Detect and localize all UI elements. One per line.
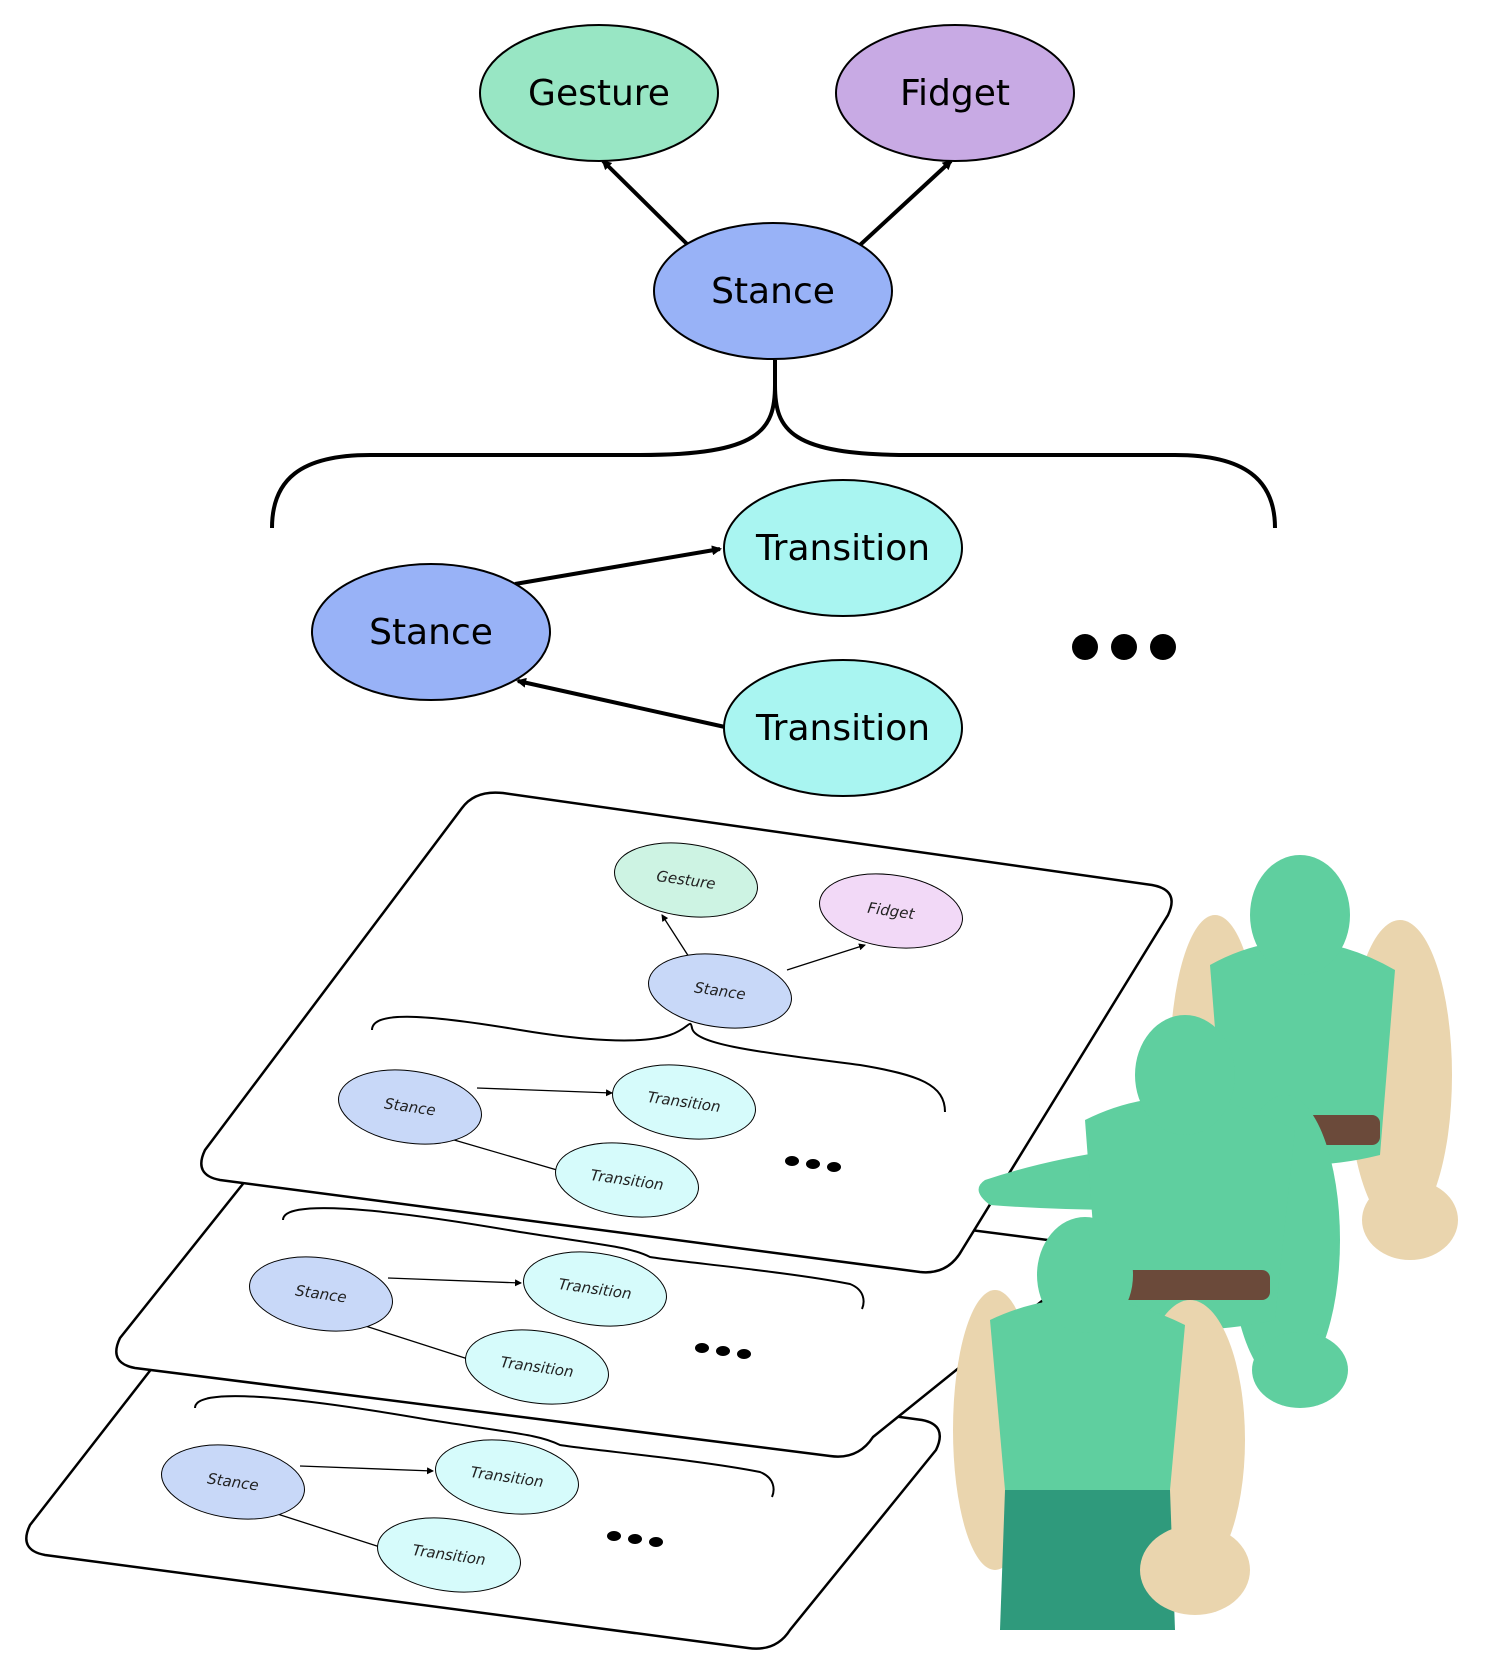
layer-1-fidget-shape [819, 873, 963, 949]
layer-2-transition-b-shape [465, 1329, 609, 1405]
node-transition-in[interactable]: Transition [723, 659, 963, 797]
layer-1-stance-top-shape [648, 953, 792, 1029]
character-middle [978, 1015, 1348, 1408]
layer-1-transition-b[interactable]: Transition [551, 1134, 704, 1225]
edge-stance-gesture [601, 159, 690, 247]
layer-1-ellipsis [785, 1156, 841, 1172]
node-transition-out-label: Transition [755, 528, 930, 569]
layer-2-brace [282, 1207, 865, 1310]
ellipsis-dot [785, 1156, 799, 1166]
layer-1-edge-in [436, 1133, 558, 1171]
layer-1-stance-shape [338, 1069, 482, 1145]
node-sub-stance-shape [311, 563, 551, 701]
layer-2-transition-a-shape [523, 1251, 667, 1327]
character-torso [1210, 941, 1395, 1165]
character-head [1037, 1217, 1133, 1333]
node-stance-shape [653, 222, 893, 360]
layer-1-edge-stance-gesture [661, 914, 690, 958]
ellipsis-dot [806, 1159, 820, 1169]
top-graph: Gesture Fidget Stance Stance Transition … [270, 24, 1277, 797]
ellipsis-dot [1072, 634, 1098, 660]
character-head [1250, 855, 1350, 975]
layer-1-transition-b-shape [555, 1142, 699, 1218]
node-fidget-shape [835, 24, 1075, 162]
layer-3-brace [194, 1395, 775, 1498]
layer-3-ellipsis [607, 1531, 663, 1547]
character-legs [1000, 1490, 1175, 1630]
layer-2-transition-a[interactable]: Transition [519, 1243, 672, 1334]
layer-3-transition-b-shape [377, 1517, 521, 1593]
node-fidget[interactable]: Fidget [835, 24, 1075, 162]
layer-2-edge-in [352, 1320, 469, 1360]
ellipsis-dot [716, 1346, 730, 1356]
node-stance-label: Stance [711, 271, 835, 312]
layer-3-stance-shape [161, 1444, 305, 1520]
layer-2-ellipsis [695, 1343, 751, 1359]
layer-1: Gesture Fidget Stance Stance Transition … [200, 791, 1173, 1274]
layer-1-gesture[interactable]: Gesture [610, 834, 763, 925]
layer-1-stance[interactable]: Stance [334, 1061, 487, 1152]
layer-1-stance-top[interactable]: Stance [644, 945, 797, 1036]
ellipsis-dot [607, 1531, 621, 1541]
node-transition-out-shape [723, 479, 963, 617]
expansion-brace [270, 360, 1277, 529]
layer-1-edge-stance-fidget [786, 943, 866, 971]
ellipsis-dots [1072, 634, 1176, 660]
character-fist [1140, 1525, 1250, 1615]
node-stance[interactable]: Stance [653, 222, 893, 360]
ellipsis-dot [695, 1343, 709, 1353]
character-front [953, 1217, 1250, 1630]
layer-3-edge-out [299, 1465, 434, 1475]
layer-3-edge-in [264, 1508, 381, 1548]
node-transition-out[interactable]: Transition [723, 479, 963, 617]
node-sub-stance-label: Stance [369, 612, 493, 653]
character-fist [1252, 1332, 1348, 1408]
node-transition-in-label: Transition [755, 708, 930, 749]
node-sub-stance[interactable]: Stance [311, 563, 551, 701]
layer-3-transition-a[interactable]: Transition [431, 1431, 584, 1522]
character-belt [1100, 1270, 1270, 1300]
layer-1-transition-a[interactable]: Transition [608, 1056, 761, 1147]
layer-2-edge-out [387, 1277, 522, 1287]
node-gesture-shape [479, 24, 719, 162]
character-torso [990, 1298, 1185, 1500]
character-head [1135, 1015, 1235, 1135]
layer-1-edge-out [476, 1087, 613, 1097]
layer-1-gesture-shape [614, 842, 758, 918]
layer-2-stance-shape [249, 1256, 393, 1332]
layer-3-stance[interactable]: Stance [157, 1436, 310, 1527]
node-fidget-label: Fidget [900, 73, 1010, 114]
layer-2-transition-b[interactable]: Transition [461, 1321, 614, 1412]
node-gesture[interactable]: Gesture [479, 24, 719, 162]
edge-stance-fidget [858, 159, 953, 247]
ellipsis-dot [827, 1162, 841, 1172]
layer-1-transition-a-shape [612, 1064, 756, 1140]
ellipsis-dot [1111, 634, 1137, 660]
edge-stance-transition-out [514, 545, 722, 586]
node-transition-in-shape [723, 659, 963, 797]
layer-2-stance[interactable]: Stance [245, 1248, 398, 1339]
layer-3-transition-a-shape [435, 1439, 579, 1515]
character-fist [1362, 1180, 1458, 1260]
layer-1-brace [371, 1015, 946, 1113]
edge-transition-in-stance [516, 677, 726, 729]
node-gesture-label: Gesture [528, 73, 670, 114]
layer-1-fidget[interactable]: Fidget [815, 865, 968, 956]
layer-3-transition-b[interactable]: Transition [373, 1509, 526, 1600]
ellipsis-dot [649, 1537, 663, 1547]
ellipsis-dot [1150, 634, 1176, 660]
ellipsis-dot [737, 1349, 751, 1359]
ellipsis-dot [628, 1534, 642, 1544]
